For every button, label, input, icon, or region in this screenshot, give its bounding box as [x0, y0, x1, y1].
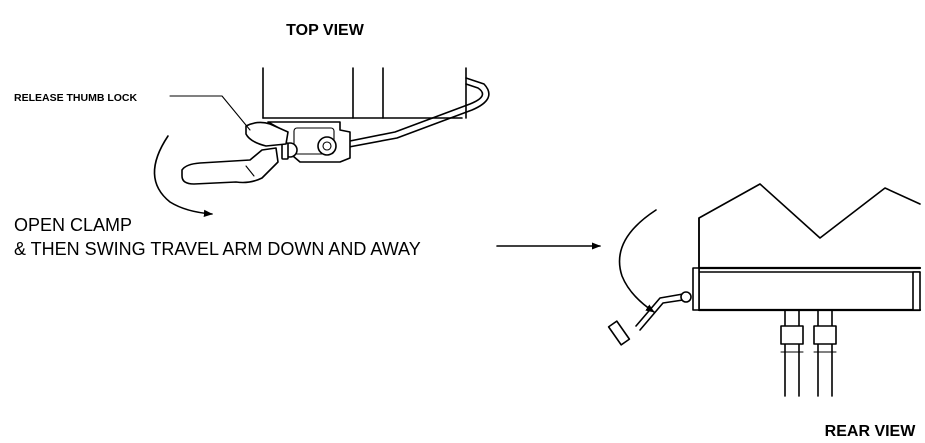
rear-travel-arm-inner: [639, 299, 684, 331]
rear-arm-pivot: [680, 291, 692, 303]
v-block-top-outline: [698, 183, 921, 269]
top-view-title: TOP VIEW: [286, 22, 365, 39]
rear-arm-end-tab: [607, 320, 631, 346]
rear-view-drawing: [607, 183, 922, 397]
clamp-lever-detail: [245, 165, 255, 177]
travel-arm-outer: [319, 83, 484, 148]
rear-swing-arrow: [618, 209, 657, 313]
release-thumb-lock-label: RELEASE THUMB LOCK: [14, 92, 138, 104]
release-leader-line: [169, 95, 251, 131]
thumb-lock-stem: [281, 142, 289, 160]
swing-instruction-label: & THEN SWING TRAVEL ARM DOWN AND AWAY: [14, 239, 421, 259]
clamp-lever-handle: [181, 147, 279, 185]
leg-2-collar: [813, 325, 837, 345]
rear-travel-arm: [635, 293, 684, 327]
pivot-pin: [317, 136, 337, 156]
open-clamp-label: OPEN CLAMP: [14, 215, 132, 235]
top-view-drawing: [153, 67, 490, 217]
thumb-lock-tab: [245, 121, 289, 147]
leg-1-collar: [780, 325, 804, 345]
pivot-pin-center: [322, 141, 332, 151]
travel-arm-inner: [321, 77, 490, 153]
block-left-tab: [692, 267, 700, 311]
open-clamp-swing-arrow: [153, 135, 213, 217]
rear-view-title: REAR VIEW: [825, 423, 917, 440]
block-right-tab: [912, 271, 921, 311]
